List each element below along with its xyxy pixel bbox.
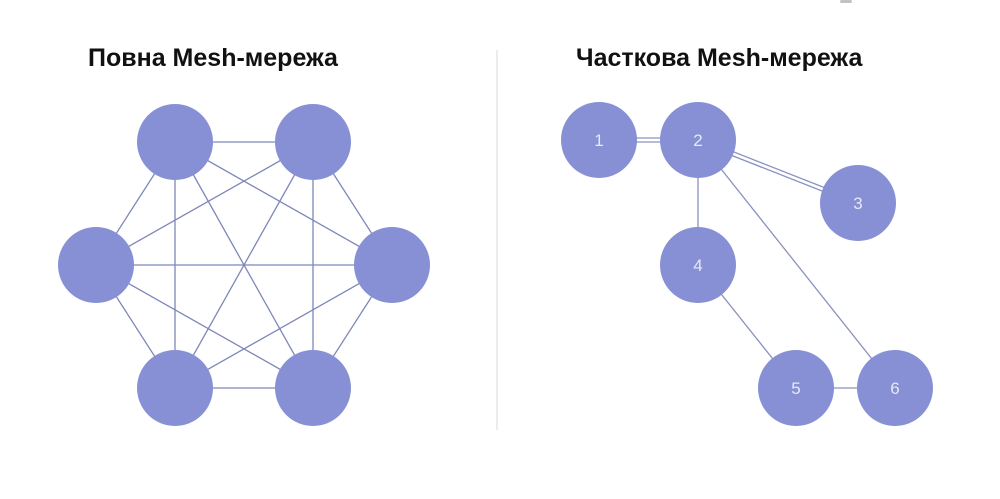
partial-mesh-node-2: [660, 102, 736, 178]
partial-mesh-node-label-1: 1: [594, 131, 603, 150]
full-mesh-edge-c-f: [95, 264, 314, 389]
full-mesh-edge-a-d: [174, 141, 393, 266]
full-mesh-title: Повна Mesh-мережа: [88, 44, 338, 72]
full-mesh-node-a: [137, 104, 213, 180]
partial-mesh-node-label-5: 5: [791, 379, 800, 398]
partial-mesh-title: Часткова Mesh-мережа: [576, 44, 863, 72]
partial-mesh-node-6: [857, 350, 933, 426]
full-mesh-edges: [95, 141, 393, 389]
partial-mesh-node-label-3: 3: [853, 194, 862, 213]
partial-mesh-node-label-2: 2: [693, 131, 702, 150]
partial-mesh-node-label-6: 6: [890, 379, 899, 398]
partial-mesh-node-4: [660, 227, 736, 303]
full-mesh-node-e: [137, 350, 213, 426]
partial-mesh-node-1: [561, 102, 637, 178]
partial-mesh-edge-2-6: [697, 139, 896, 389]
partial-mesh-node-5: [758, 350, 834, 426]
full-mesh-edge-b-c: [95, 141, 314, 266]
edge-artifact: [840, 0, 852, 3]
partial-mesh-node-3: [820, 165, 896, 241]
partial-mesh-node-label-4: 4: [693, 256, 702, 275]
full-mesh-nodes: [58, 104, 430, 426]
full-mesh-node-c: [58, 227, 134, 303]
full-mesh-node-d: [354, 227, 430, 303]
section-divider: [496, 50, 498, 430]
full-mesh-node-b: [275, 104, 351, 180]
full-mesh-node-f: [275, 350, 351, 426]
partial-mesh-nodes: 1 2 3 4 5 6: [561, 102, 933, 426]
full-mesh-edge-d-e: [174, 264, 393, 389]
